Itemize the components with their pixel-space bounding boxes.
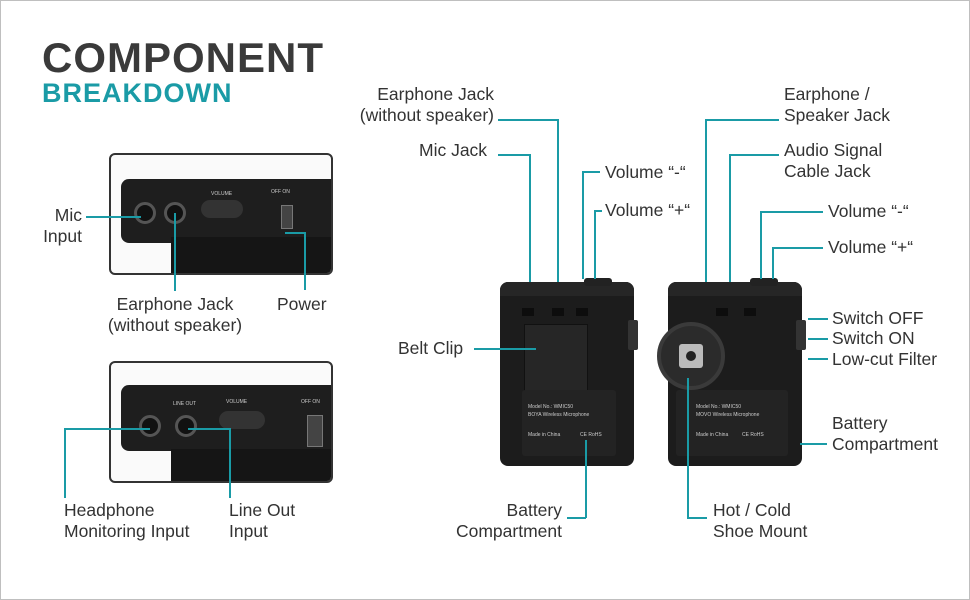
leader-earphone-speaker-v [705, 119, 707, 282]
leader-switch-off [808, 318, 828, 320]
belt-clip [524, 324, 588, 392]
leader-earphone-speaker-h [705, 119, 779, 121]
leader-vol-minus-transmitter-h [582, 171, 600, 173]
transmitter-device: Model No.: WMIC50 BOYA Wireless Micropho… [500, 278, 638, 466]
leader-vol-plus-transmitter-h [594, 210, 602, 212]
inset-bottom-photo: LINE OUT VOLUME OFF ON [109, 361, 333, 483]
mic-jack-top-inset [134, 202, 156, 224]
battery-cover-transmitter: Model No.: WMIC50 BOYA Wireless Micropho… [522, 390, 616, 456]
label-switch-on: Switch ON [832, 328, 915, 348]
leader-switch-on [808, 338, 828, 340]
leader-lineout-h [188, 428, 230, 430]
battery-cover-receiver: Model No.: WMIC50 MOVO Wireless Micropho… [676, 390, 788, 456]
leader-battery-transmitter-v [585, 440, 587, 518]
leader-shoe-mount-v [687, 378, 689, 518]
volume-rocker-top-inset [201, 200, 243, 218]
leader-earphone-top [174, 213, 176, 291]
label-switch-off: Switch OFF [832, 308, 924, 328]
leader-audio-signal-v [729, 154, 731, 282]
leader-vol-minus-receiver-h [760, 211, 823, 213]
leader-vol-plus-receiver-h [772, 247, 823, 249]
label-volume-minus-receiver: Volume “-“ [828, 201, 909, 221]
top-button-receiver [750, 278, 778, 286]
label-volume-minus-transmitter: Volume “-“ [605, 162, 686, 182]
inset-top-photo: VOLUME OFF ON [109, 153, 333, 275]
volume-print-bottom-inset: VOLUME [226, 399, 248, 405]
label-power: Power [277, 294, 327, 314]
leader-vol-minus-receiver-v [760, 211, 762, 279]
title-component: COMPONENT [42, 34, 324, 81]
leader-mic-jack-h [498, 154, 530, 156]
leader-shoe-mount-h [687, 517, 707, 519]
leader-vol-minus-transmitter-v [582, 171, 584, 279]
leader-vol-plus-transmitter-v [594, 210, 596, 279]
switch-bottom-inset [307, 415, 323, 447]
label-earphone-jack-inset: Earphone Jack(without speaker) [107, 294, 243, 335]
volume-print-top-inset: VOLUME [211, 191, 233, 197]
shoe-mount [657, 322, 725, 390]
leader-headphone-v [64, 428, 66, 498]
label-mic-jack: Mic Jack [419, 140, 488, 160]
leader-lineout-v [229, 428, 231, 498]
top-button-transmitter [584, 278, 612, 286]
line-out-print: LINE OUT [173, 401, 197, 407]
volume-rocker-bottom-inset [219, 411, 265, 429]
side-switch-receiver [796, 320, 806, 350]
leader-vol-plus-receiver-v [772, 247, 774, 279]
label-low-cut-filter: Low-cut Filter [832, 349, 938, 369]
label-earphone-speaker-jack: Earphone /Speaker Jack [784, 84, 891, 125]
leader-low-cut-filter [808, 358, 828, 360]
side-switch-transmitter [628, 320, 638, 350]
leader-battery-receiver [800, 443, 827, 445]
leader-mic-jack-v [529, 154, 531, 282]
leader-belt-clip [474, 348, 536, 350]
label-volume-plus-receiver: Volume “+“ [828, 237, 914, 257]
offon-print-top-inset: OFF ON [271, 189, 290, 195]
leader-audio-signal-h [729, 154, 779, 156]
power-switch-top-inset [281, 205, 293, 229]
leader-headphone-h [64, 428, 150, 430]
leader-power-v [304, 232, 306, 290]
leader-power-h [285, 232, 305, 234]
leader-battery-transmitter-h [567, 517, 586, 519]
leader-earphone-transmitter-h [498, 119, 558, 121]
headphone-jack-bottom-inset [139, 415, 161, 437]
label-earphone-jack-transmitter: Earphone Jack(without speaker) [359, 84, 494, 125]
label-volume-plus-transmitter: Volume “+“ [605, 200, 691, 220]
label-belt-clip: Belt Clip [398, 338, 464, 358]
title-breakdown: BREAKDOWN [42, 78, 233, 108]
leader-earphone-transmitter-v [557, 119, 559, 282]
offon-print-bottom-inset: OFF ON [301, 399, 320, 405]
line-out-jack-bottom-inset [175, 415, 197, 437]
leader-mic-input [86, 216, 141, 218]
